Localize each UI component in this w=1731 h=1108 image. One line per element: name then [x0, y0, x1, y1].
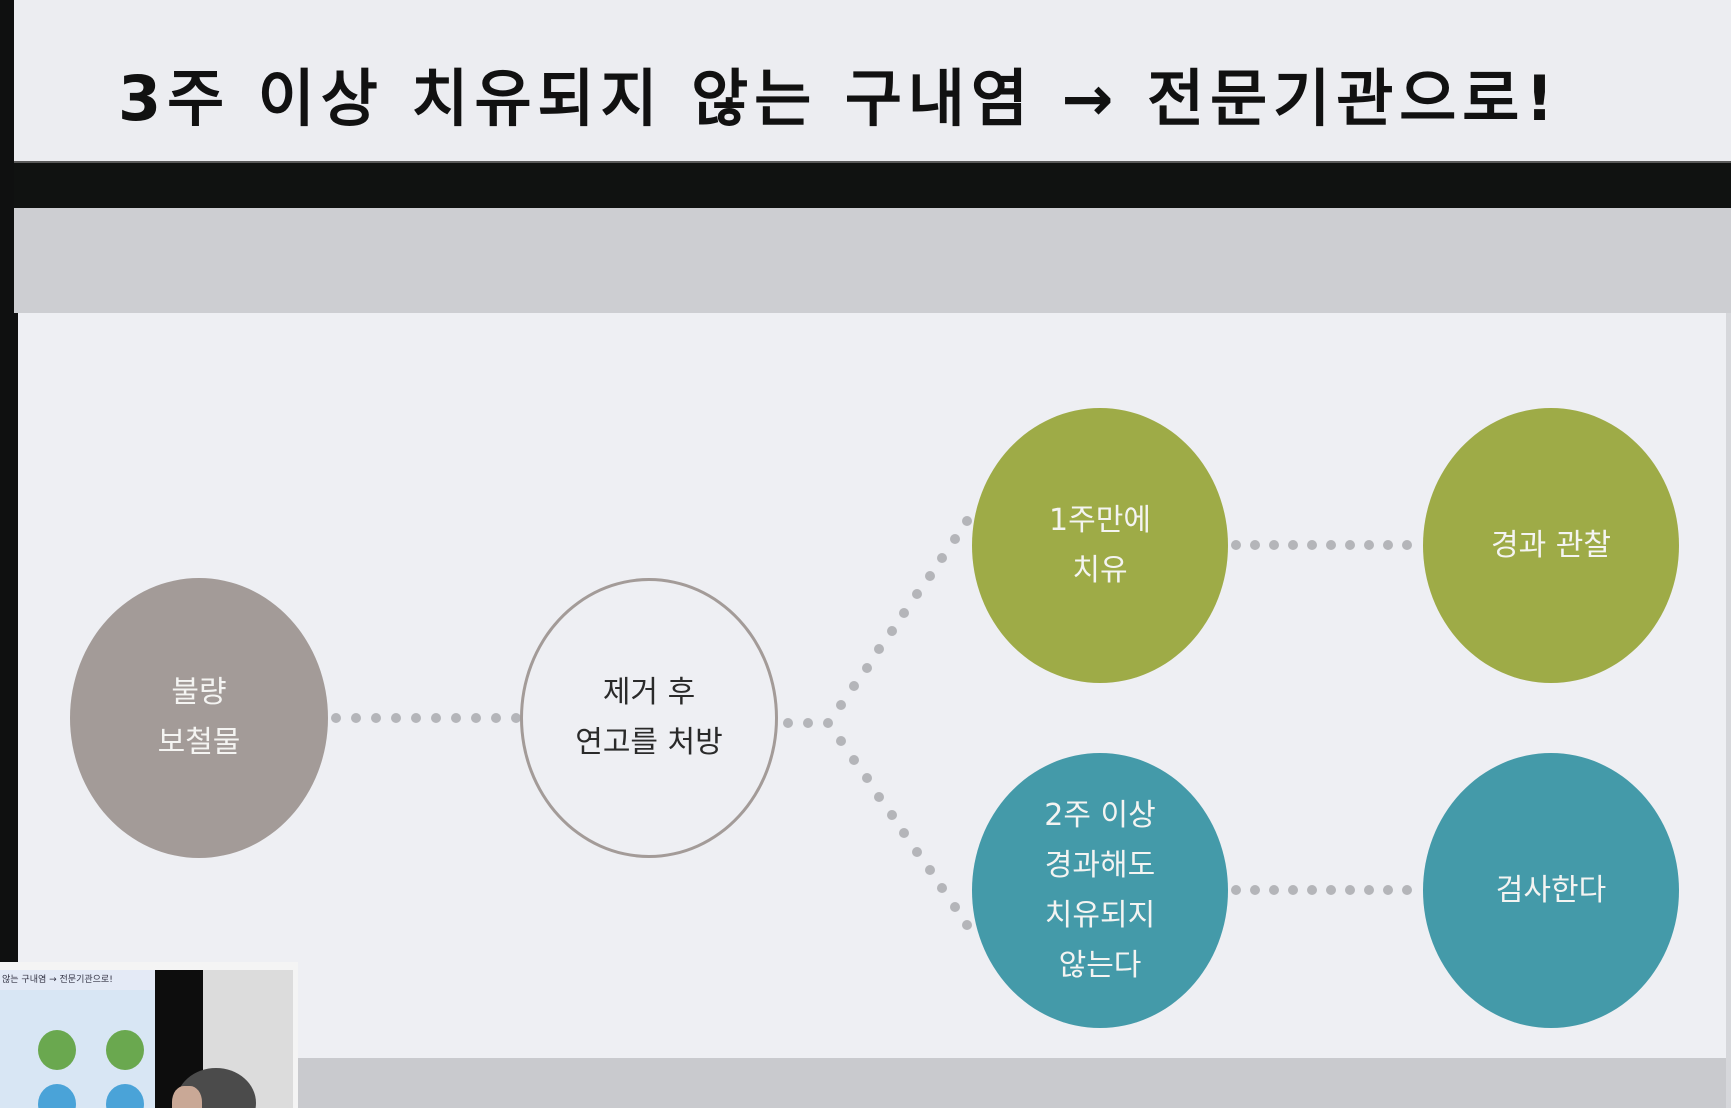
node-label-line: 경과해도 [1044, 847, 1156, 883]
node-label-line: 1주만에 [1049, 502, 1151, 538]
left-black-border [0, 0, 14, 1108]
pip-presenter-face [172, 1086, 202, 1108]
slide-title-band: 3주 이상 치유되지 않는 구내염 → 전문기관으로! [14, 0, 1731, 163]
pip-green-node [38, 1030, 76, 1070]
slide-title: 3주 이상 치유되지 않는 구내염 → 전문기관으로! [118, 62, 1560, 135]
node-observe-progress: 경과 관찰 [1423, 408, 1679, 683]
node-label-line: 치유 [1072, 552, 1128, 588]
picture-in-picture-video[interactable]: 않는 구내염 → 전문기관으로! [0, 962, 298, 1108]
header-gray-band [14, 208, 1731, 313]
node-label-line: 불량 [171, 675, 227, 710]
node-label-line: 치유되지 [1044, 897, 1156, 933]
node-label-line: 제거 후 [602, 675, 696, 710]
pip-green-node [106, 1030, 144, 1070]
node-examine: 검사한다 [1423, 753, 1679, 1028]
node-label-line: 보철물 [157, 725, 241, 760]
bottom-gray-band [14, 1058, 1731, 1108]
connector-dots [331, 516, 1412, 930]
node-healed-in-1-week: 1주만에 치유 [972, 408, 1228, 683]
flowchart-panel: 불량 보철물 제거 후 연고를 처방 1주만에 치유 경과 관찰 2주 이상 경… [18, 313, 1728, 1058]
node-remove-and-prescribe: 제거 후 연고를 처방 [520, 578, 778, 858]
node-label-line: 검사한다 [1495, 872, 1607, 908]
node-poor-prosthesis: 불량 보철물 [70, 578, 328, 858]
right-edge [1726, 313, 1731, 1108]
pip-slide-title: 않는 구내염 → 전문기관으로! [0, 970, 157, 990]
separator-band [14, 163, 1731, 208]
node-label-line: 경과 관찰 [1491, 527, 1611, 563]
node-label-line: 2주 이상 [1044, 797, 1156, 833]
node-not-healed-after-2-weeks: 2주 이상 경과해도 치유되지 않는다 [972, 753, 1228, 1028]
node-label-line: 않는다 [1058, 947, 1142, 983]
node-label-line: 연고를 처방 [575, 725, 723, 760]
